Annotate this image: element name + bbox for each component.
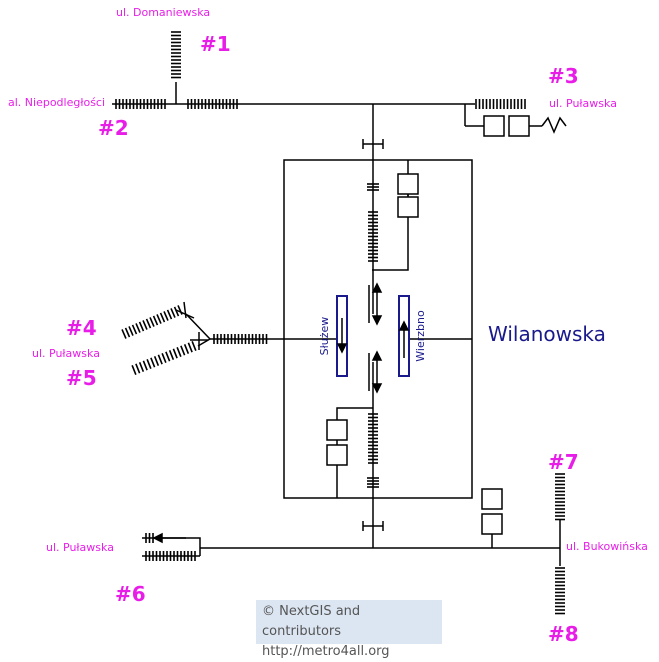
stair-step <box>124 327 131 338</box>
credit-line-2[interactable]: http://metro4all.org <box>262 644 390 659</box>
stair-step <box>156 314 162 324</box>
stair-step <box>161 353 167 363</box>
corridors <box>112 82 567 566</box>
exit-6-arrow <box>152 532 163 544</box>
stair-step <box>157 354 163 365</box>
elevators <box>326 115 530 535</box>
elevator-box <box>397 196 419 218</box>
stair-step <box>180 345 186 356</box>
stair-step <box>142 320 148 330</box>
direction-arrows <box>152 282 410 544</box>
stair-step <box>173 306 180 317</box>
arrow-updown <box>371 383 383 394</box>
exit-4-number: #4 <box>66 316 97 340</box>
exit-8-number: #8 <box>548 622 579 646</box>
exit-7-street: ul. Bukowińska <box>566 540 648 553</box>
elevator-box <box>483 115 505 137</box>
stair-step <box>146 359 152 369</box>
elevator-box <box>326 419 348 441</box>
stair-step <box>149 317 155 327</box>
exit-3-street: ul. Puławska <box>549 97 617 110</box>
arrow-updown <box>371 282 383 293</box>
stair-step <box>128 326 134 336</box>
stair-step <box>187 342 193 353</box>
stair-step <box>135 323 141 333</box>
arrow-updown <box>371 315 383 326</box>
exit-3-zigzag <box>541 116 567 134</box>
exit-6-street: ul. Puławska <box>46 541 114 554</box>
exit-5-number: #5 <box>66 366 97 390</box>
exit-1-street: ul. Domaniewska <box>116 6 211 19</box>
stair-step <box>138 321 145 332</box>
stair-step <box>153 356 160 366</box>
stair-step <box>152 315 159 326</box>
turnstiles <box>175 139 384 531</box>
exit-6-number: #6 <box>115 582 146 606</box>
platform-right-label: Wierzbno <box>414 310 427 362</box>
elevator-box <box>508 115 530 137</box>
stair-step <box>172 348 178 359</box>
elevator-box <box>397 173 419 195</box>
stair-step <box>177 305 183 315</box>
stair-step <box>166 309 173 320</box>
elevator-box <box>326 444 348 466</box>
platform-left-label: Służew <box>318 317 331 356</box>
stair-step <box>168 350 175 360</box>
stair-step <box>131 365 137 375</box>
south-elevator-link <box>336 407 373 498</box>
exit-1-number: #1 <box>200 32 231 56</box>
turnstile-exit-4 <box>183 301 187 319</box>
exit-4-street: ul. Puławska <box>32 347 100 360</box>
stair-step <box>165 351 171 362</box>
exit-7-number: #7 <box>548 450 579 474</box>
stair-step <box>138 362 145 372</box>
credit-box: © NextGIS and contributors http://metro4… <box>256 600 442 659</box>
stair-step <box>176 347 182 357</box>
stair-step <box>121 329 127 339</box>
exit-2-number: #2 <box>98 116 129 140</box>
stair-step <box>150 357 156 368</box>
stair-step <box>159 312 166 323</box>
elevator-box <box>481 513 503 535</box>
stair-step <box>142 360 148 371</box>
stair-step <box>163 311 169 321</box>
exit-2-street: al. Niepodległości <box>8 96 106 109</box>
stair-step <box>183 344 190 354</box>
arrow-updown <box>371 350 383 361</box>
stair-step <box>170 308 176 318</box>
stair-step <box>135 363 141 374</box>
exit-4-passage <box>185 313 211 340</box>
exit-3-number: #3 <box>548 64 579 88</box>
station-name: Wilanowska <box>488 322 606 346</box>
stair-step <box>145 318 152 329</box>
credit-line-1: © NextGIS and contributors <box>262 604 361 639</box>
station-hall <box>283 159 473 499</box>
arrow-up <box>398 320 410 331</box>
arrow-down <box>336 343 348 354</box>
elevator-box <box>481 488 503 510</box>
stair-step <box>191 341 197 351</box>
stair-step <box>131 324 138 335</box>
